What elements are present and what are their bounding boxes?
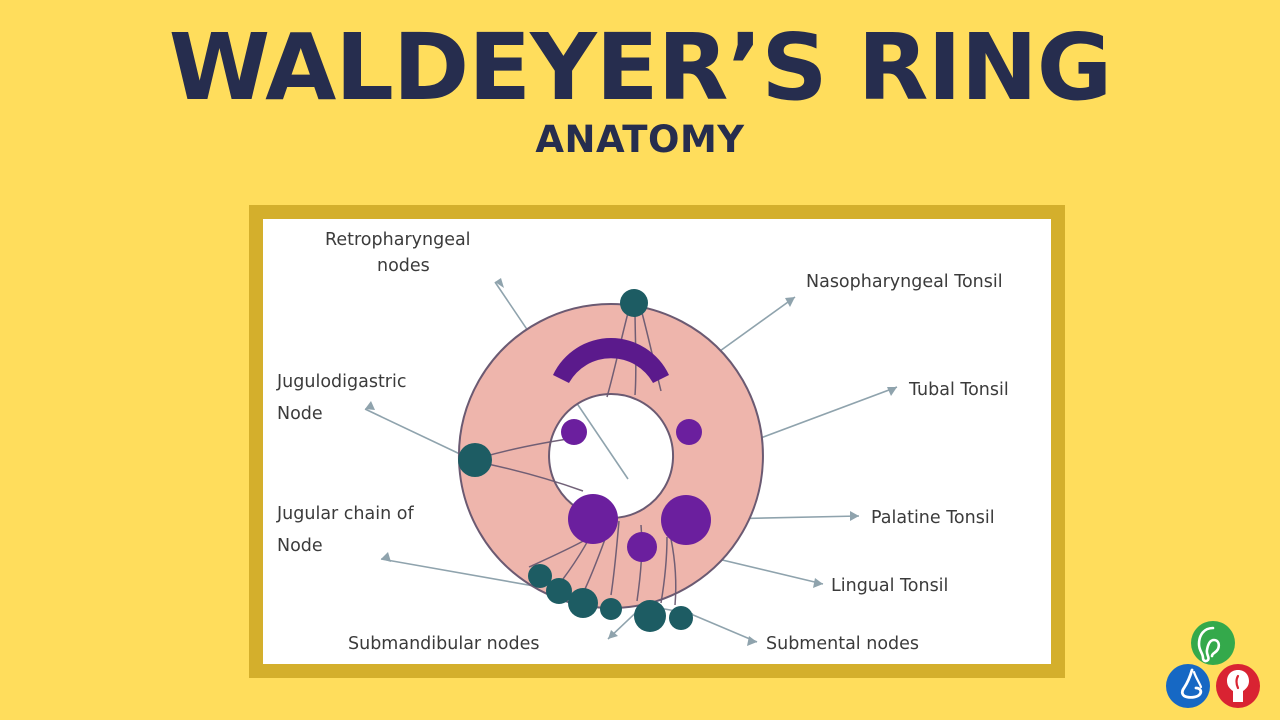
vessel-12 (528, 538, 588, 568)
nose-icon (1166, 664, 1210, 708)
jugular-node-1 (528, 564, 552, 588)
arrowhead-jugular-chain (381, 552, 391, 562)
vessel-3 (640, 308, 662, 392)
submandibular-node-3 (634, 600, 666, 632)
palatine-tonsil-left (568, 494, 618, 544)
label-palatine-tonsil: Palatine Tonsil (871, 508, 995, 528)
vessel-5 (482, 462, 584, 492)
leader-tubal (741, 386, 898, 446)
retropharyngeal-node (620, 289, 648, 317)
arrowhead-nasopharyngeal (785, 297, 795, 307)
page-title: WALDEYER’S RING (168, 14, 1113, 121)
jugulodigastric-node (458, 443, 492, 477)
tonsils (561, 419, 711, 562)
lingual-tonsil (627, 532, 657, 562)
submental-node (669, 606, 693, 630)
title-block: WALDEYER’S RING ANATOMY (0, 0, 1280, 161)
tubal-tonsil-left (561, 419, 587, 445)
label-jugular-chain-of-node-line1: Jugular chain of (276, 504, 414, 524)
arrowhead-lingual (813, 578, 823, 588)
ear-icon (1191, 621, 1235, 665)
label-submandibular-nodes: Submandibular nodes (348, 634, 539, 654)
vessel-11 (670, 538, 677, 606)
arrowhead-retropharyngeal (495, 278, 504, 288)
label-lingual-tonsil: Lingual Tonsil (831, 576, 948, 596)
label-submental-nodes: Submental nodes (766, 634, 919, 654)
diagram-frame: Retropharyngeal nodes Jugulodigastric No… (249, 205, 1065, 678)
label-retropharyngeal-nodes-line1: Retropharyngeal (325, 230, 471, 250)
waldeyers-ring-diagram: Retropharyngeal nodes Jugulodigastric No… (276, 230, 1009, 654)
label-jugulodigastric-node-line2: Node (277, 404, 323, 424)
label-tubal-tonsil: Tubal Tonsil (908, 380, 1009, 400)
arrowhead-submental (747, 636, 757, 646)
lymph-nodes (458, 289, 693, 632)
nasopharyngeal-tonsil-band (553, 338, 669, 383)
label-nasopharyngeal-tonsil: Nasopharyngeal Tonsil (806, 272, 1003, 292)
vessel-8 (610, 520, 620, 596)
arrowhead-submandibular (608, 630, 618, 639)
arrowhead-jugulodigastric (365, 401, 375, 410)
palatine-tonsil-right (661, 495, 711, 545)
tubal-tonsil-right (676, 419, 702, 445)
submandibular-node-2 (600, 598, 622, 620)
jugular-node-2 (546, 578, 572, 604)
label-retropharyngeal-nodes-line2: nodes (377, 256, 430, 276)
label-jugular-chain-of-node-line2: Node (277, 536, 323, 556)
arrowhead-palatine (850, 511, 859, 521)
page-subtitle: ANATOMY (535, 118, 745, 162)
throat-icon (1216, 664, 1260, 708)
arrowhead-tubal (887, 387, 897, 396)
ent-logo (1158, 620, 1268, 715)
submandibular-node-1 (568, 588, 598, 618)
diagram-canvas: Retropharyngeal nodes Jugulodigastric No… (263, 219, 1051, 664)
vessel-10 (660, 536, 668, 604)
lymphatic-vessels (482, 308, 677, 606)
label-jugulodigastric-node-line1: Jugulodigastric (276, 372, 406, 392)
